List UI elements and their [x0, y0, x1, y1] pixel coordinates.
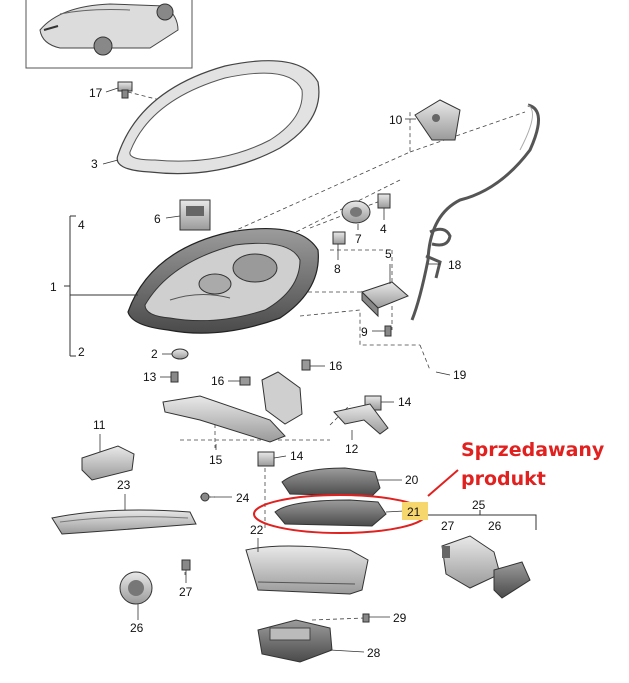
label-16b: 16 — [329, 359, 343, 373]
label-23: 23 — [117, 478, 131, 492]
small-screws — [170, 359, 311, 386]
part-8-connector — [332, 231, 346, 245]
label-7: 7 — [355, 232, 362, 246]
part-9-screw — [384, 325, 392, 337]
label-29: 29 — [393, 611, 407, 625]
part-21-shroud — [274, 499, 387, 527]
part-29-screw — [362, 613, 370, 623]
label-bracket-1 — [64, 215, 138, 357]
label-10: 10 — [389, 113, 403, 127]
part-5-ballast — [361, 281, 409, 318]
label-8: 8 — [334, 262, 341, 276]
part-1-headlamp — [127, 227, 319, 334]
label-21: 21 — [407, 505, 421, 519]
label-17: 17 — [89, 86, 103, 100]
part-4-connector — [377, 193, 391, 209]
part-22-cover — [245, 545, 369, 595]
callout-line-2: produkt — [461, 468, 546, 490]
label-15: 15 — [209, 453, 223, 467]
leader-lines — [99, 87, 451, 653]
label-9: 9 — [361, 325, 368, 339]
callout-arrow — [427, 469, 459, 497]
part-17-screw — [117, 81, 133, 99]
label-14b: 14 — [290, 449, 304, 463]
label-13: 13 — [143, 370, 157, 384]
part-7-cap — [341, 200, 371, 224]
part-26-foglamp — [119, 571, 153, 605]
part-23-strip — [51, 509, 197, 535]
part-18-harness — [410, 103, 540, 321]
sold-product-callout: Sprzedawany produkt — [461, 436, 626, 494]
label-bracket-25 — [418, 510, 537, 530]
part-28-module — [257, 619, 333, 663]
part-12-bracket — [333, 403, 389, 435]
part-labels: 17 3 10 6 7 4 8 5 18 9 4 1 2 2 19 13 16 … — [50, 86, 502, 660]
label-25: 25 — [472, 498, 486, 512]
label-27b: 27 — [179, 585, 193, 599]
label-20: 20 — [405, 473, 419, 487]
part-10-bracket — [414, 99, 461, 141]
label-18: 18 — [448, 258, 462, 272]
part-3-seal — [116, 60, 320, 175]
car-thumbnail — [25, 0, 193, 69]
label-2a: 2 — [78, 345, 85, 359]
label-28: 28 — [367, 646, 381, 660]
part-20-shroud — [281, 467, 381, 497]
part-21-highlight — [402, 502, 428, 520]
callout-line-1: Sprzedawany — [461, 439, 605, 461]
label-6: 6 — [154, 212, 161, 226]
part-11-module — [81, 445, 135, 481]
label-27a: 27 — [441, 519, 455, 533]
part-2-cap — [171, 348, 189, 360]
part-6-module — [179, 199, 211, 231]
label-19: 19 — [453, 368, 467, 382]
label-22: 22 — [250, 523, 264, 537]
label-12: 12 — [345, 442, 359, 456]
label-26a: 26 — [488, 519, 502, 533]
label-3: 3 — [91, 157, 98, 171]
label-11: 11 — [93, 418, 106, 432]
label-5: 5 — [385, 247, 392, 261]
label-26b: 26 — [130, 621, 144, 635]
part-24-screw — [200, 492, 210, 502]
part-27-bolt — [181, 559, 191, 571]
label-1: 1 — [50, 280, 57, 294]
part-15-bracket — [162, 371, 303, 443]
label-16a: 16 — [211, 374, 225, 388]
label-14a: 14 — [398, 395, 412, 409]
label-24: 24 — [236, 491, 250, 505]
label-4b: 4 — [380, 222, 387, 236]
part-25-group — [441, 535, 531, 599]
label-4a: 4 — [78, 218, 85, 232]
label-2b: 2 — [151, 347, 158, 361]
